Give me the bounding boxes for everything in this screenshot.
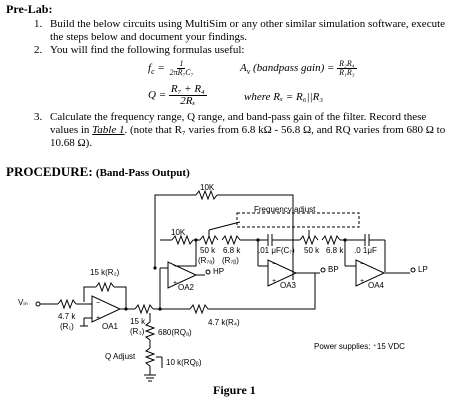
- label-r-tb: (R₇ᵦ): [222, 256, 239, 265]
- label-r1-name: (R₁): [60, 322, 74, 331]
- label-6-8k-2: 6.8 k: [326, 246, 344, 255]
- label-r4: 4.7 k(R₄): [208, 318, 240, 327]
- svg-text:+: +: [360, 278, 364, 285]
- item3-line1: Calculate the frequency range, Q range, …: [50, 111, 427, 123]
- label-r1-value: 4.7 k: [58, 312, 76, 321]
- resistor-r1: [57, 298, 77, 310]
- label-frequency-adjust: Frequency adjust: [254, 205, 316, 214]
- label-oa2: OA2: [178, 283, 195, 292]
- oa2-plus-sign: +: [173, 280, 177, 287]
- label-oa1: OA1: [102, 322, 119, 331]
- item2-line1: You will find the following formulas use…: [50, 44, 245, 56]
- svg-text:+: +: [96, 315, 100, 322]
- label-cap2: .0 1μF: [354, 246, 377, 255]
- item3-line3: 10.68 Ω).: [50, 137, 93, 149]
- label-rqa: 680(RQₐ): [158, 328, 192, 337]
- label-50k-2: 50 k: [304, 246, 320, 255]
- formula-rx: where Rₓ = R₆||R₃: [244, 91, 324, 103]
- opamp-oa4: [355, 259, 386, 287]
- resistor-rqa: [144, 321, 156, 341]
- label-q-adjust: Q Adjust: [105, 352, 136, 361]
- label-hp-output: HP: [213, 267, 225, 276]
- label-rqb: 10 k(RQᵦ): [166, 358, 202, 367]
- svg-text:−: −: [360, 261, 364, 268]
- label-r2: 15 k(R₂): [90, 268, 120, 277]
- svg-text:−: −: [96, 300, 100, 307]
- resistor-6-8k-2: [321, 234, 341, 246]
- label-oa4: OA4: [368, 281, 385, 290]
- oa2-minus-sign: −: [173, 263, 177, 270]
- label-r3-name: (R₃): [130, 327, 145, 336]
- label-bp-output: BP: [328, 265, 339, 274]
- resistor-50k-2: [299, 234, 319, 246]
- label-vin: Vᵢₙ: [18, 298, 28, 307]
- opamp-oa3: [267, 259, 298, 287]
- resistor-6-8k-1: [221, 234, 241, 246]
- resistor-10k-top: [195, 189, 218, 201]
- item3-number: 3.: [34, 111, 43, 123]
- label-10k-2: 10K: [171, 228, 186, 237]
- opamp-oa2: [167, 261, 198, 289]
- label-r-top: 10K: [200, 183, 215, 192]
- label-power-supplies: Power supplies: ⁺15 VDC: [314, 342, 405, 351]
- label-oa3: OA3: [280, 281, 297, 290]
- item3-line2: values in Table 1. (note that R₇ varies …: [50, 124, 446, 136]
- resistor-50k-1: [199, 234, 219, 246]
- resistor-r3: [134, 303, 154, 315]
- prelab-heading: Pre-Lab:: [6, 2, 53, 16]
- resistor-rqb: [144, 347, 156, 367]
- svg-text:−: −: [272, 261, 276, 268]
- item1-number: 1.: [34, 18, 43, 30]
- label-r3-value: 15 k: [130, 317, 146, 326]
- table-1-link[interactable]: Table 1: [92, 124, 125, 136]
- item2-number: 2.: [34, 44, 43, 56]
- resistor-r2: [95, 281, 115, 293]
- label-cap1: .01 μF(C₇): [258, 246, 295, 255]
- svg-text:+: +: [272, 278, 276, 285]
- label-lp-output: LP: [418, 265, 428, 274]
- opamp-oa1: [91, 295, 122, 323]
- item1-line2: the steps below and document your findin…: [50, 31, 248, 43]
- item1-line1: Build the below circuits using MultiSim …: [50, 18, 446, 30]
- procedure-heading: PROCEDURE: (Band-Pass Output): [6, 164, 190, 179]
- label-r-ta: (R₇ₐ): [198, 256, 215, 265]
- resistor-10k-2: [171, 234, 194, 246]
- figure-caption: Figure 1: [213, 383, 256, 397]
- resistor-r4: [189, 303, 209, 315]
- label-50k-1: 50 k: [200, 246, 216, 255]
- label-6-8k-1: 6.8 k: [223, 246, 241, 255]
